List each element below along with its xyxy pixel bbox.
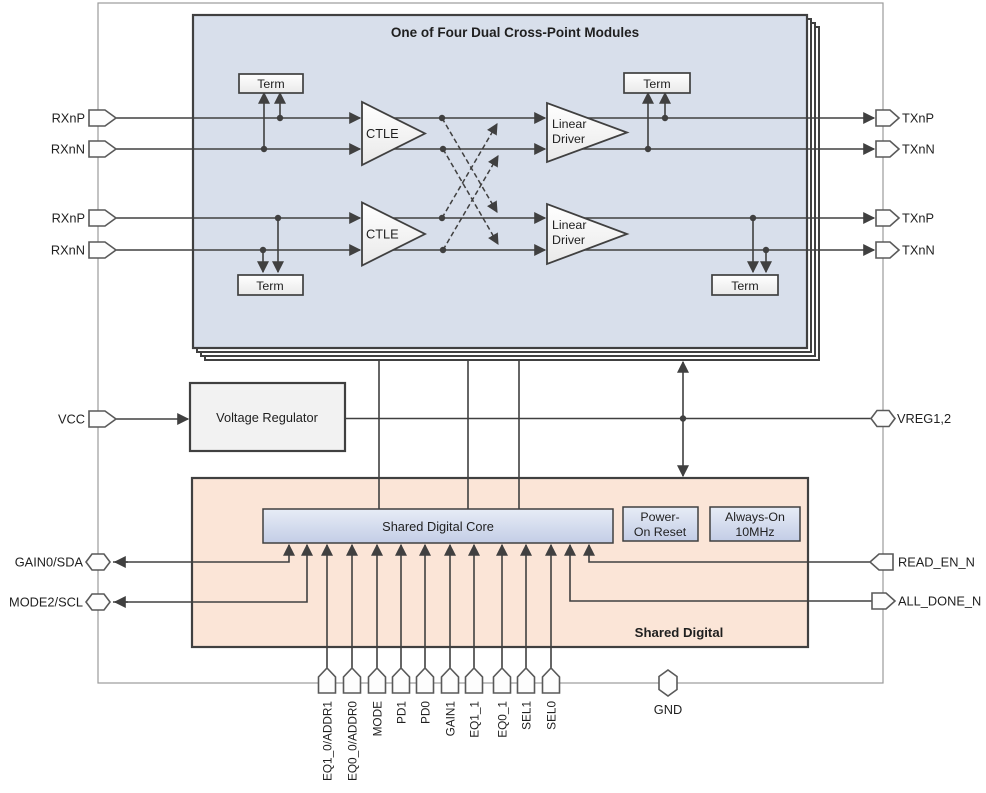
module-title: One of Four Dual Cross-Point Modules bbox=[391, 25, 639, 40]
amplifiers: CTLE Linear Driver CTLE Linear Driver bbox=[361, 100, 630, 267]
ctle-triangle-lower bbox=[361, 201, 428, 267]
pin-label-rxnp-2: RXnP bbox=[52, 211, 85, 226]
pin-sel1 bbox=[516, 666, 536, 694]
driver-label-line1: Linear bbox=[552, 218, 586, 232]
shared-digital-core bbox=[262, 508, 614, 544]
cross-a-n-to-b bbox=[442, 148, 499, 245]
term-label: Term bbox=[731, 279, 759, 293]
term-label: Term bbox=[256, 279, 284, 293]
driver-label-line1: Linear bbox=[552, 117, 586, 131]
digital-blocks: Shared Digital Core Power- On Reset Alwa… bbox=[262, 506, 801, 544]
always-on-oscillator-block bbox=[709, 506, 801, 542]
ctle-label: CTLE bbox=[366, 126, 399, 141]
pin-label-txnn-2: TXnN bbox=[902, 243, 935, 258]
pin-label-rxnn-2: RXnN bbox=[51, 243, 85, 258]
crosspoint-module-stack: One of Four Dual Cross-Point Modules bbox=[191, 13, 820, 361]
pin-label-sel0: SEL0 bbox=[545, 701, 559, 730]
pin-label-gain0-sda: GAIN0/SDA bbox=[15, 555, 84, 570]
cross-b-p-to-a bbox=[441, 123, 498, 219]
pin-txnp-2 bbox=[875, 209, 901, 227]
read-en-line bbox=[583, 543, 870, 563]
pin-label-vcc: VCC bbox=[58, 412, 85, 427]
pin-txnn-2 bbox=[875, 241, 901, 259]
scl-line bbox=[113, 543, 313, 603]
linear-driver-upper bbox=[546, 101, 630, 164]
pin-label-eq0-0-addr0: EQ0_0/ADDR0 bbox=[346, 701, 360, 781]
pin-gain0-sda bbox=[85, 553, 111, 571]
term-label: Term bbox=[257, 77, 285, 91]
power-on-reset-block bbox=[622, 506, 699, 542]
pin-label-txnp-2: TXnP bbox=[902, 211, 934, 226]
sda-line bbox=[113, 543, 295, 563]
pin-eq1-1 bbox=[464, 666, 484, 694]
linear-driver-lower bbox=[546, 202, 630, 266]
shared-digital-label: Shared Digital bbox=[635, 625, 724, 640]
pin-label-sel1: SEL1 bbox=[520, 701, 534, 730]
pin-label-all-done-n: ALL_DONE_N bbox=[898, 594, 981, 609]
pin-pd1 bbox=[391, 666, 411, 694]
pin-label-rxnp-1: RXnP bbox=[52, 111, 85, 126]
pin-rxnn-2 bbox=[88, 241, 118, 259]
term-boxes: Term Term Term Term bbox=[237, 72, 779, 296]
pin-label-mode: MODE bbox=[371, 701, 385, 737]
pin-rxnp-2 bbox=[88, 209, 118, 227]
crosspoint-dashed-lines bbox=[441, 117, 499, 251]
left-pins: RXnP RXnN RXnP RXnN VCC GAIN0/SDA MODE2/… bbox=[9, 109, 118, 611]
term-box-lower-left bbox=[237, 274, 304, 296]
pin-label-gnd: GND bbox=[654, 702, 682, 717]
core-label: Shared Digital Core bbox=[382, 519, 494, 534]
pin-eq0-1 bbox=[492, 666, 512, 694]
pin-label-pd1: PD1 bbox=[395, 701, 409, 724]
cross-b-n-to-a bbox=[442, 155, 499, 251]
pin-txnp-1 bbox=[875, 109, 901, 127]
pin-rxnn-1 bbox=[88, 140, 118, 158]
pin-vreg bbox=[870, 409, 896, 428]
ctle-label: CTLE bbox=[366, 227, 399, 242]
term-label: Term bbox=[643, 77, 671, 91]
pin-label-pd0: PD0 bbox=[419, 701, 433, 724]
driver-label-line2: Driver bbox=[552, 233, 585, 247]
pin-rxnp-1 bbox=[88, 109, 118, 127]
pin-mode2-scl bbox=[85, 593, 111, 611]
junction-dots bbox=[259, 114, 770, 422]
pin-eq0-0-addr0 bbox=[342, 666, 362, 694]
pin-gain1 bbox=[440, 666, 460, 694]
pin-label-eq0-1: EQ0_1 bbox=[496, 701, 510, 738]
pin-mode bbox=[367, 666, 387, 694]
pin-pd0 bbox=[415, 666, 435, 694]
pin-eq1-0-addr1 bbox=[317, 666, 337, 694]
por-label-line2: On Reset bbox=[634, 525, 687, 539]
pin-label-gain1: GAIN1 bbox=[444, 701, 458, 736]
right-pins: TXnP TXnN TXnP TXnN VREG1,2 READ_EN_N AL… bbox=[868, 109, 981, 610]
pin-label-rxnn-1: RXnN bbox=[51, 142, 85, 157]
voltage-regulator-label: Voltage Regulator bbox=[216, 410, 318, 425]
pin-label-vreg: VREG1,2 bbox=[897, 411, 951, 426]
term-box-upper-right bbox=[623, 72, 691, 94]
pin-label-eq1-1: EQ1_1 bbox=[468, 701, 482, 738]
pin-label-mode2-scl: MODE2/SCL bbox=[9, 595, 83, 610]
driver-label-line2: Driver bbox=[552, 132, 585, 146]
pin-sel0 bbox=[541, 666, 561, 694]
pin-gnd bbox=[658, 669, 678, 697]
pin-label-eq1-0-addr1: EQ1_0/ADDR1 bbox=[321, 701, 335, 781]
osc-label-line2: 10MHz bbox=[735, 525, 774, 539]
all-done-line bbox=[564, 543, 872, 602]
cross-a-p-to-b bbox=[441, 117, 498, 213]
bottom-pins: EQ1_0/ADDR1 EQ0_0/ADDR0 MODE PD1 PD0 GAI… bbox=[317, 666, 682, 781]
por-label-line1: Power- bbox=[640, 510, 679, 524]
voltage-regulator-block bbox=[188, 381, 347, 453]
pin-label-txnp-1: TXnP bbox=[902, 111, 934, 126]
term-box-upper-left bbox=[238, 73, 304, 94]
pin-vcc bbox=[88, 410, 118, 428]
pin-label-txnn-1: TXnN bbox=[902, 142, 935, 157]
osc-label-line1: Always-On bbox=[725, 510, 785, 524]
crosspoint-module bbox=[191, 13, 809, 350]
term-box-lower-right bbox=[711, 274, 779, 296]
pin-all-done-n bbox=[871, 592, 897, 610]
ctle-triangle-upper bbox=[361, 100, 428, 167]
pin-txnn-1 bbox=[875, 140, 901, 158]
pin-label-read-en-n: READ_EN_N bbox=[898, 555, 975, 570]
pin-read-en-n bbox=[868, 553, 894, 571]
